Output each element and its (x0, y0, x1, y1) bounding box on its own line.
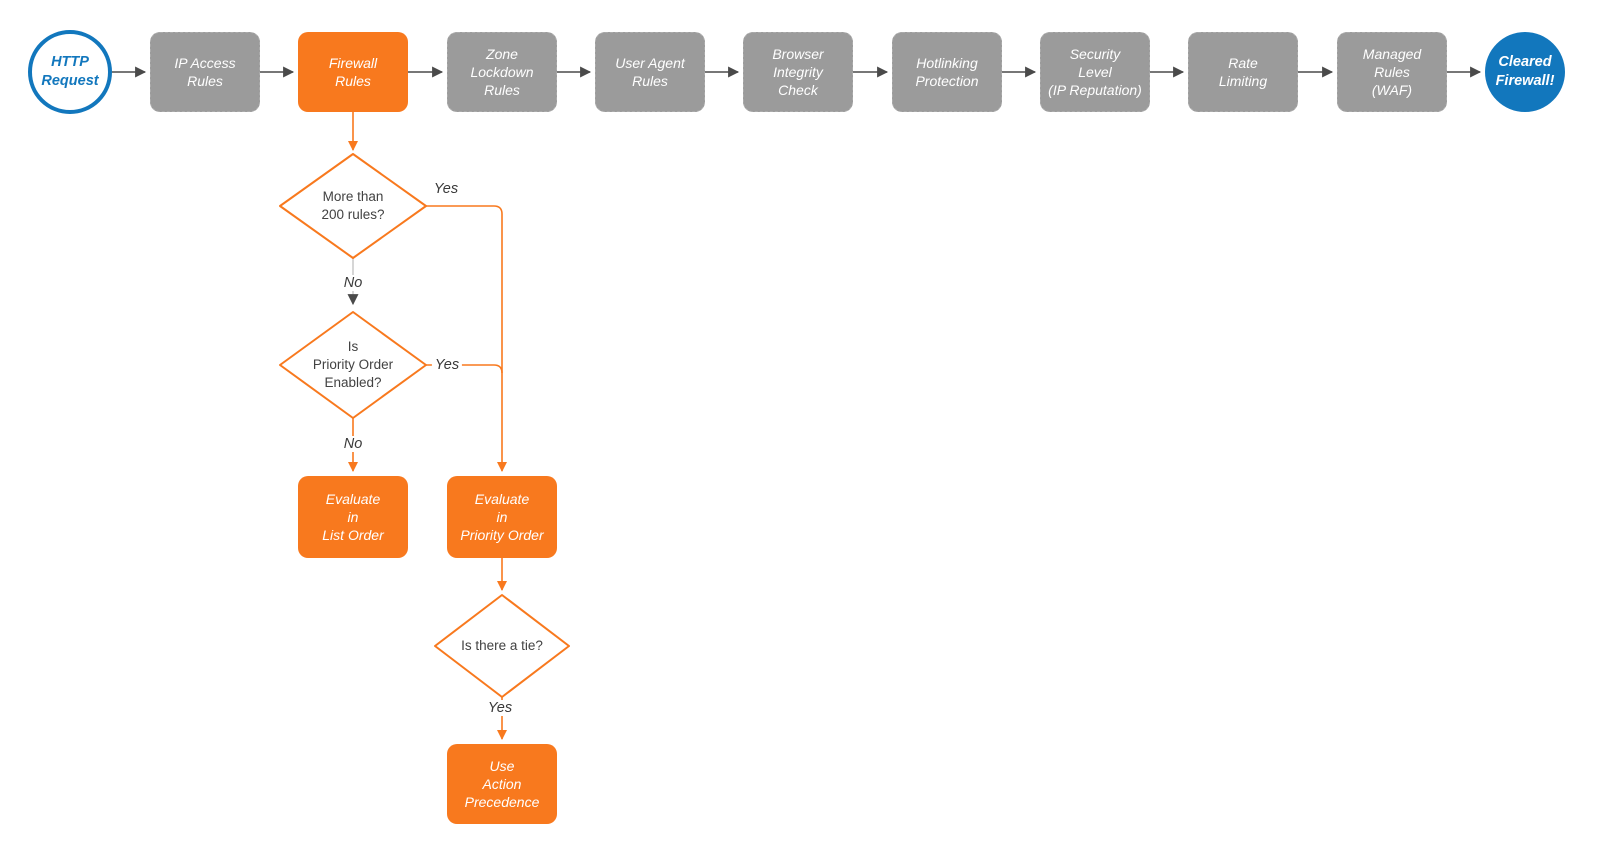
node-security-level: Security Level (IP Reputation) (1040, 32, 1150, 112)
node-evaluate-priority-order: Evaluate in Priority Order (447, 476, 557, 558)
decision-tie-label: Is there a tie? (461, 638, 543, 653)
arrow-decision1-yes (426, 205, 507, 472)
edge-label-no-more-rules: No (340, 275, 366, 291)
node-browser-integrity-check: Browser Integrity Check (743, 32, 853, 112)
decision-more-rules-label: More than 200 rules? (321, 189, 385, 222)
edge-label-no-priority-enabled: No (340, 436, 366, 452)
edge-label-yes-tie: Yes (484, 700, 516, 716)
node-firewall-rules: Firewall Rules (298, 32, 408, 112)
node-http-request: HTTP Request (28, 30, 112, 114)
edge-label-yes-priority-enabled: Yes (431, 357, 463, 373)
node-use-action-precedence: Use Action Precedence (447, 744, 557, 824)
node-zone-lockdown-rules: Zone Lockdown Rules (447, 32, 557, 112)
node-ip-access-rules: IP Access Rules (150, 32, 260, 112)
node-rate-limiting: Rate Limiting (1188, 32, 1298, 112)
edge-label-yes-more-rules: Yes (433, 181, 459, 197)
node-evaluate-list-order: Evaluate in List Order (298, 476, 408, 558)
node-cleared-firewall: Cleared Firewall! (1485, 32, 1565, 112)
decision-priority-enabled-label: Is Priority Order Enabled? (312, 339, 394, 390)
node-hotlinking-protection: Hotlinking Protection (892, 32, 1002, 112)
node-managed-rules-waf: Managed Rules (WAF) (1337, 32, 1447, 112)
node-user-agent-rules: User Agent Rules (595, 32, 705, 112)
